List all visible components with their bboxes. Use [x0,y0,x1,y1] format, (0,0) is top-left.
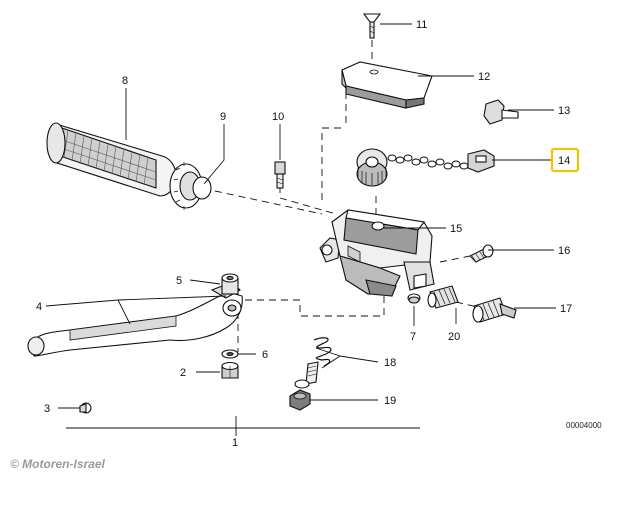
callout-10: 10 [272,111,284,123]
adjuster-screw-17 [472,297,517,323]
leader-4 [45,295,227,325]
pin-7 [407,293,421,304]
brake-lever [27,281,243,357]
watermark: © Motoren-Israel [10,457,106,471]
nut-2 [221,361,239,379]
leader-9 [203,124,225,185]
screw-3 [79,402,92,414]
callout-15: 15 [450,223,462,235]
dash-lever-pivot [236,296,385,317]
dash-cover-left [321,127,346,200]
assembly-dashed-lines [214,40,491,352]
leader-18 [315,347,379,369]
adjuster-wheel-chain-14 [356,148,495,187]
master-cylinder-housing [319,209,435,297]
cable-clip-13 [483,99,519,125]
dash-screw10-to-housing [279,186,337,215]
dash-screw16 [439,255,471,263]
screw-16 [469,244,494,263]
callout-3: 3 [44,403,50,415]
callout-labels: 8 9 10 11 12 13 14 15 16 17 20 7 5 4 6 2… [36,19,580,449]
screw-10 [274,161,286,189]
callout-17: 17 [560,303,572,315]
callout-8: 8 [122,75,128,87]
highlight-box-14 [550,147,580,173]
callout-11: 11 [416,19,427,31]
callout-19: 19 [384,395,396,407]
callout-20: 20 [448,331,460,343]
bushing-5 [221,273,239,295]
leader-5 [189,279,221,285]
nut-19 [289,389,311,411]
hand-grip [46,122,212,210]
callout-18: 18 [384,357,396,369]
callout-13: 13 [558,105,570,117]
callout-16: 16 [558,245,570,257]
leader-lines [45,23,556,436]
callout-12: 12 [478,71,490,83]
callout-2: 2 [180,367,186,379]
leader-1-bracket [66,416,420,429]
callout-9: 9 [220,111,226,123]
callout-4: 4 [36,301,42,313]
spring-screw-18 [294,337,332,389]
adjuster-nut-20 [427,285,459,309]
dash-grip-to-housing [214,190,323,215]
part-code: 00004000 [566,421,602,430]
callout-7: 7 [410,331,416,343]
callout-6: 6 [262,349,268,361]
callout-5: 5 [176,275,182,287]
washer-6 [221,349,239,359]
reservoir-cover [341,61,433,109]
screw-11 [362,13,382,39]
callout-1: 1 [232,437,238,449]
callout-14: 14 [558,155,570,167]
